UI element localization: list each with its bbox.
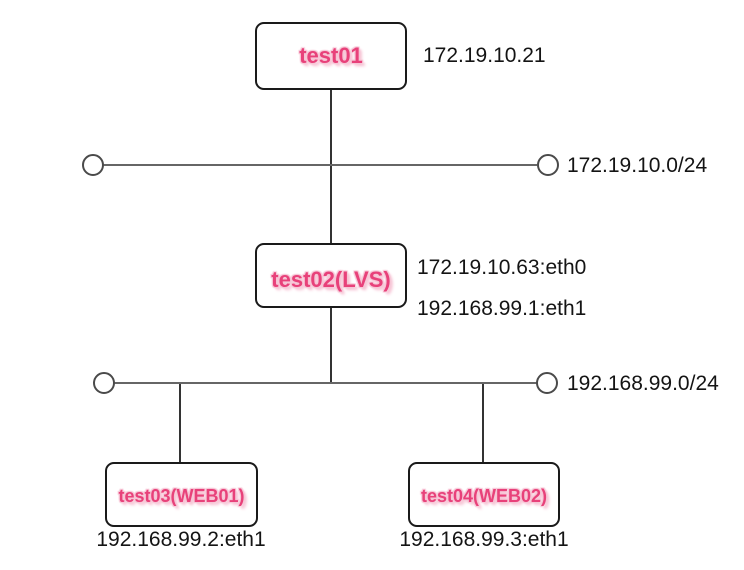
node-test03-label: test03(WEB01): [118, 486, 245, 506]
network-1-subnet-label: 172.19.10.0/24: [567, 154, 708, 177]
node-test03-eth1-annotation: 192.168.99.2:eth1: [96, 528, 266, 551]
node-test03: test03(WEB01): [105, 462, 258, 527]
network-2-subnet-label: 192.168.99.0/24: [567, 372, 719, 395]
connector-test01-to-test02: [330, 90, 332, 243]
node-test04: test04(WEB02): [408, 462, 560, 527]
node-test02-eth0-annotation: 172.19.10.63:eth0: [417, 256, 587, 279]
node-test02-label: test02(LVS): [271, 267, 391, 292]
node-test02: test02(LVS): [255, 243, 407, 308]
network-segment-2-line: [114, 382, 537, 384]
connector-test02-to-net2: [330, 308, 332, 383]
network-2-right-endpoint-icon: [536, 372, 558, 394]
node-test04-eth1-annotation: 192.168.99.3:eth1: [399, 528, 569, 551]
network-1-right-endpoint-icon: [537, 154, 559, 176]
node-test02-eth1-annotation: 192.168.99.1:eth1: [417, 297, 587, 320]
connector-net2-to-test04: [482, 383, 484, 462]
node-test01-ip-annotation: 172.19.10.21: [423, 44, 546, 67]
node-test01-label: test01: [299, 43, 363, 68]
network-segment-1-line: [103, 164, 537, 166]
network-2-left-endpoint-icon: [93, 372, 115, 394]
node-test01: test01: [255, 22, 407, 90]
node-test04-label: test04(WEB02): [420, 486, 548, 506]
network-1-left-endpoint-icon: [82, 154, 104, 176]
connector-net2-to-test03: [179, 383, 181, 462]
